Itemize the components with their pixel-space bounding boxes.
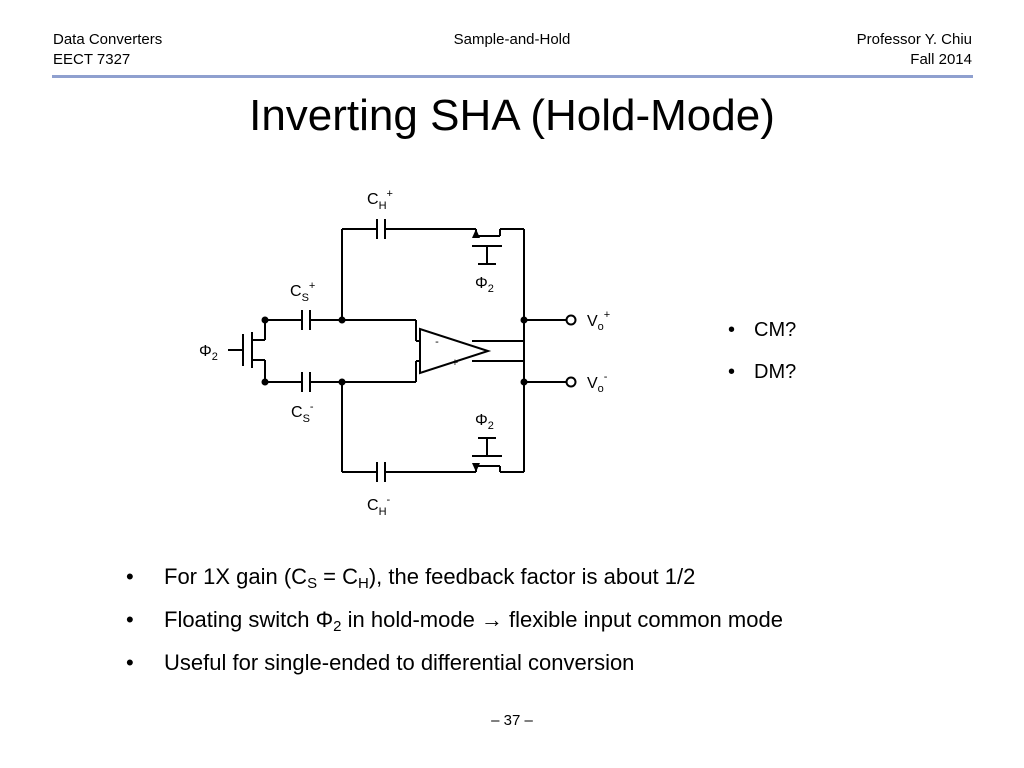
bullet-marker: • <box>126 564 134 589</box>
header-instructor: Professor Y. Chiu Fall 2014 <box>857 30 972 70</box>
label-phi2-left: Φ2 <box>199 343 218 363</box>
question-cm: CM? <box>754 319 797 341</box>
bullet-conversion: Useful for single-ended to differential … <box>164 650 635 675</box>
arrow-up-icon <box>472 229 480 238</box>
circuit-wires <box>228 219 566 482</box>
label-vo-minus: Vo- <box>587 371 608 395</box>
question-dm: DM? <box>754 361 797 383</box>
header-course-code: EECT 7327 <box>53 51 131 68</box>
header-term: Fall 2014 <box>910 51 972 68</box>
bullet-marker: • <box>728 319 736 341</box>
label-phi2-top: Φ2 <box>475 275 494 295</box>
label-phi2-bottom: Φ2 <box>475 412 494 432</box>
slide-title: Inverting SHA (Hold-Mode) <box>249 91 775 140</box>
bullet-marker: • <box>728 361 736 383</box>
opamp-minus-sign: - <box>435 336 439 348</box>
circuit-nodes <box>261 316 528 386</box>
label-cs-plus: CS+ <box>290 280 315 304</box>
header-course: Data Converters EECT 7327 <box>53 30 162 70</box>
vo-plus-terminal <box>565 314 577 326</box>
page-number: – 37 – <box>491 712 533 729</box>
header-topic: Sample-and-Hold <box>453 31 571 48</box>
arrow-down-icon <box>472 463 480 472</box>
bullet-floating-switch: Floating switch Φ2 in hold-mode → flexib… <box>164 607 783 636</box>
label-ch-minus: CH- <box>367 494 391 518</box>
bullet-feedback-factor: For 1X gain (CS = CH), the feedback fact… <box>164 564 696 593</box>
bullet-marker: • <box>126 650 134 675</box>
label-ch-plus: CH+ <box>367 188 393 212</box>
header-professor: Professor Y. Chiu <box>856 31 972 48</box>
header-divider <box>52 75 973 78</box>
switch-arrows <box>472 229 480 472</box>
label-vo-plus: Vo+ <box>587 309 610 333</box>
opamp-plus-sign: + <box>452 357 458 369</box>
header-course-name: Data Converters <box>53 31 163 48</box>
label-cs-minus: CS- <box>291 401 314 425</box>
vo-minus-terminal <box>565 376 577 388</box>
bullet-marker: • <box>126 607 134 632</box>
